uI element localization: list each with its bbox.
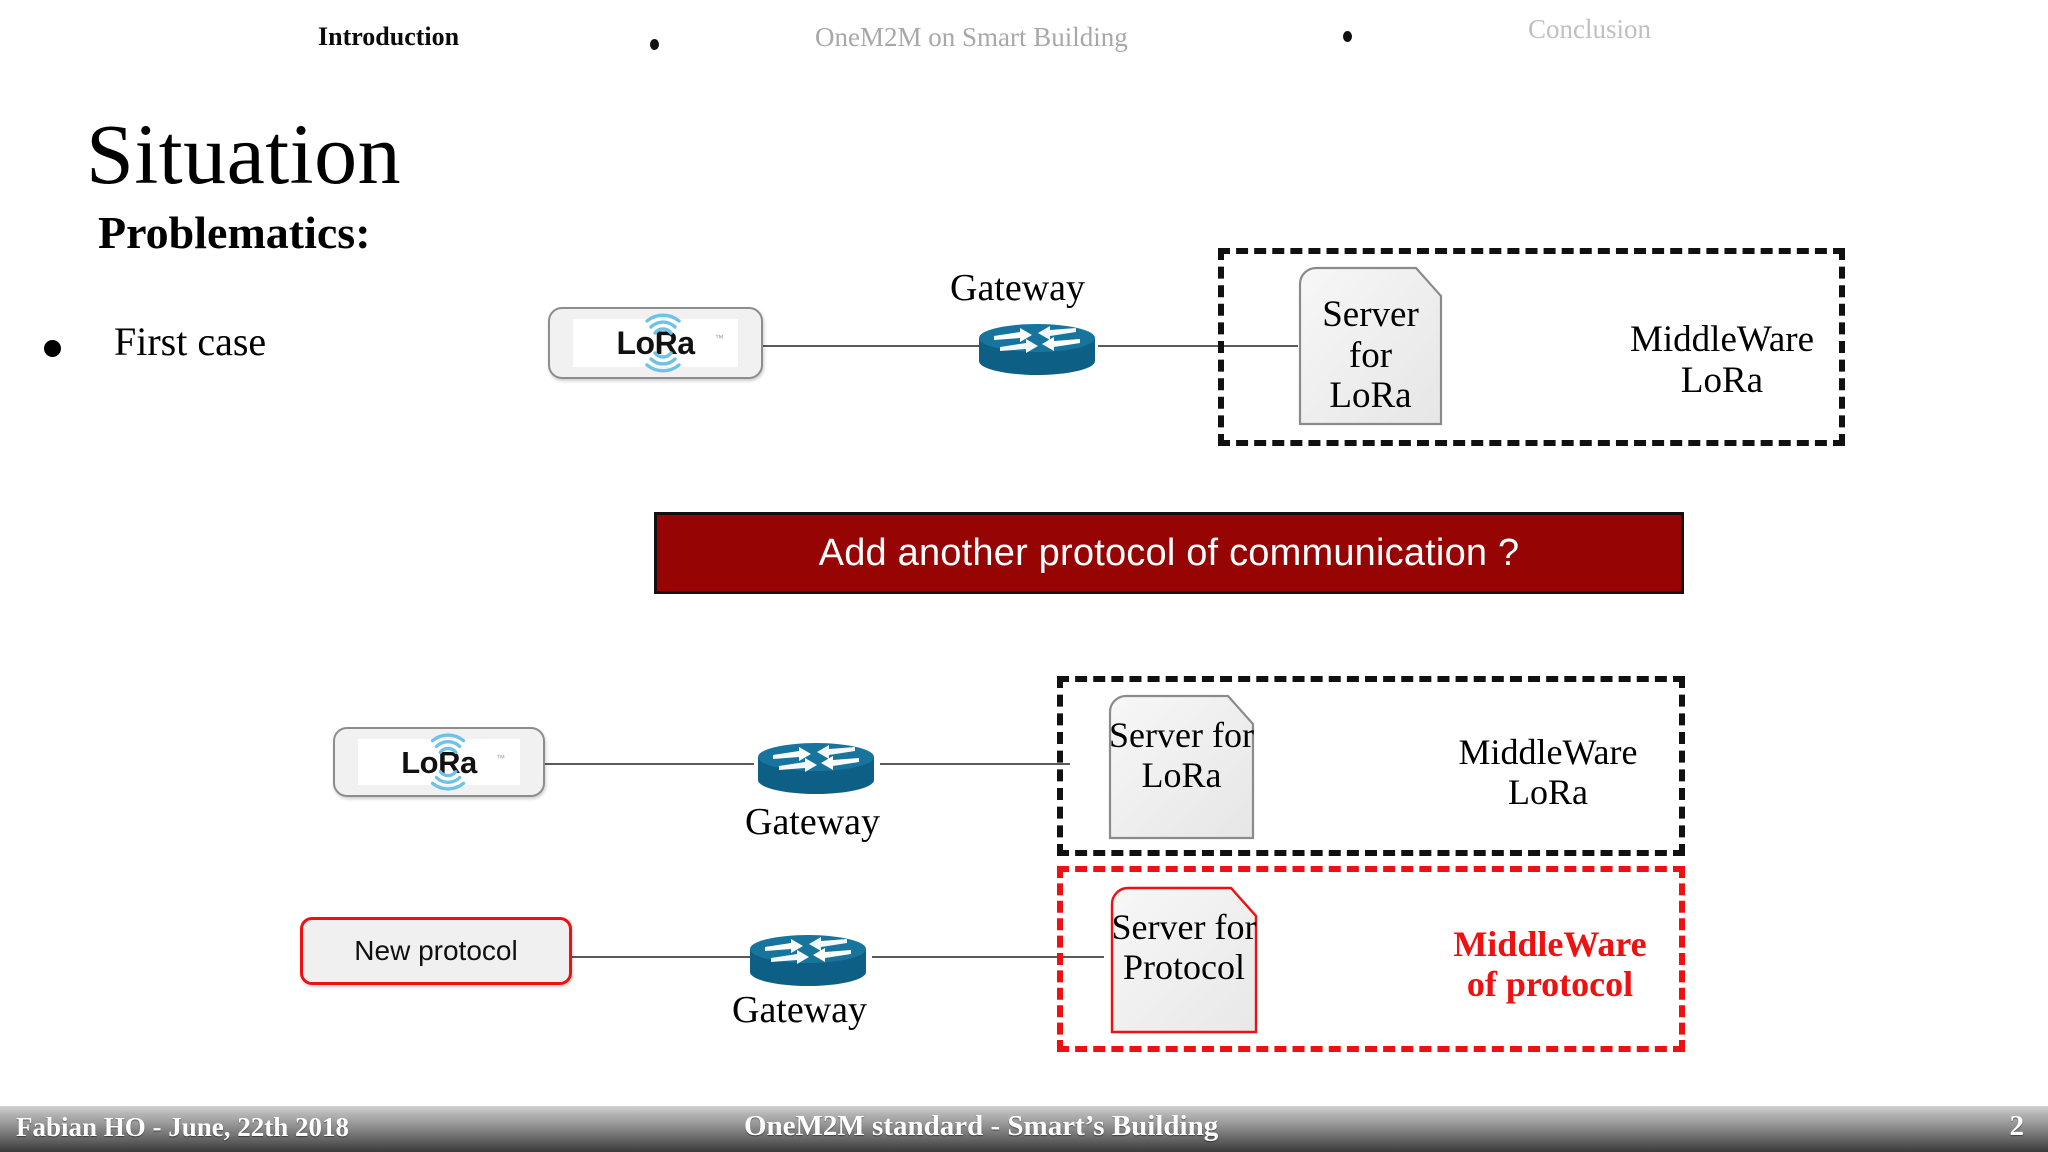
page-title: Situation xyxy=(86,106,402,202)
page-subtitle: Problematics: xyxy=(98,207,371,258)
lora-trademark-icon: ™ xyxy=(496,752,506,763)
device-new-protocol-label: New protocol xyxy=(354,935,518,966)
nav-item-onem2m-on-smart-building[interactable]: OneM2M on Smart Building xyxy=(815,22,1128,52)
connector-line xyxy=(760,345,1040,347)
footer-title: OneM2M standard - Smart’s Building xyxy=(744,1110,1219,1142)
list-item-label: First case xyxy=(114,319,267,364)
device-lora-box[interactable]: LoRa ™ xyxy=(333,727,545,797)
lora-trademark-icon: ™ xyxy=(714,333,724,344)
middleware-label: MiddleWare LoRa xyxy=(1629,319,1814,401)
gateway-label: Gateway xyxy=(745,801,881,843)
callout-banner: Add another protocol of communication ? xyxy=(654,512,1684,594)
middleware-container-lora xyxy=(1057,676,1685,856)
lora-logo-text: LoRa xyxy=(616,325,695,361)
connector-line xyxy=(872,956,1104,958)
nav-separator-dot-icon xyxy=(1343,31,1352,42)
server-label: Server for Protocol xyxy=(1111,907,1257,987)
server-label: Server for LoRa xyxy=(1109,715,1254,795)
server-icon[interactable] xyxy=(1298,266,1443,431)
list-item: First case xyxy=(44,318,374,378)
gateway-label: Gateway xyxy=(950,267,1086,309)
server-label: Server for LoRa xyxy=(1322,294,1419,417)
device-new-protocol-box[interactable]: New protocol xyxy=(300,917,572,985)
server-icon[interactable] xyxy=(1110,886,1258,1039)
device-lora-box[interactable]: LoRa ™ xyxy=(548,307,763,379)
middleware-container-protocol xyxy=(1057,866,1685,1052)
connector-line xyxy=(1098,345,1298,347)
nav-separator-dot-icon xyxy=(650,39,659,50)
server-icon[interactable] xyxy=(1108,694,1255,845)
nav-item-conclusion[interactable]: Conclusion xyxy=(1528,14,1652,44)
middleware-container-lora xyxy=(1218,248,1845,446)
callout-banner-text: Add another protocol of communication ? xyxy=(818,531,1520,574)
lora-logo-icon: LoRa ™ xyxy=(357,733,521,791)
lora-logo-text: LoRa xyxy=(401,744,477,780)
nav-item-introduction[interactable]: Introduction xyxy=(318,22,460,51)
gateway-label: Gateway xyxy=(732,989,868,1031)
middleware-label: MiddleWare of protocol xyxy=(1453,924,1647,1004)
top-navigation: Introduction OneM2M on Smart Building Co… xyxy=(0,0,2048,72)
router-icon[interactable] xyxy=(976,321,1098,382)
middleware-label: MiddleWare LoRa xyxy=(1458,732,1638,812)
connector-line xyxy=(544,763,754,765)
footer-author: Fabian HO - June, 22th 2018 xyxy=(16,1112,350,1142)
footer-page-number: 2 xyxy=(2009,1110,2025,1142)
router-icon[interactable] xyxy=(747,932,869,993)
connector-line xyxy=(880,763,1070,765)
footer-bar: Fabian HO - June, 22th 2018 OneM2M stand… xyxy=(0,1106,2048,1152)
lora-logo-icon: LoRa ™ xyxy=(573,313,738,373)
bullet-dot-icon xyxy=(44,340,61,357)
router-icon[interactable] xyxy=(755,740,877,801)
connector-line xyxy=(570,956,760,958)
